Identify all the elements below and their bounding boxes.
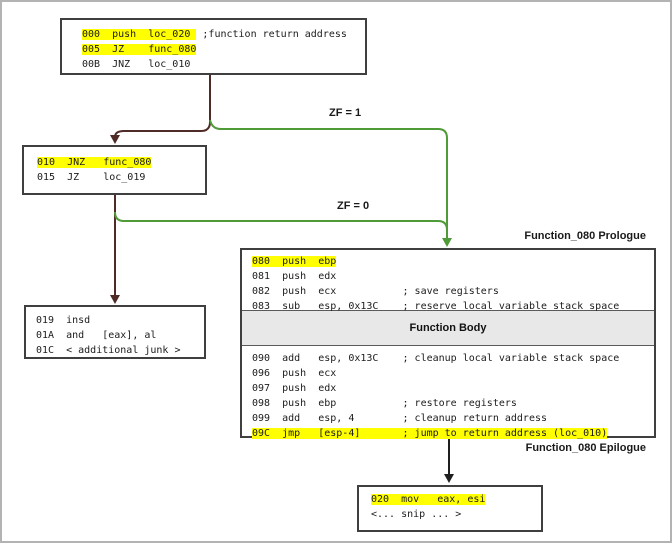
func080-prologue-section: 080 push ebp 081 push edx 082 push ecx ; s… bbox=[242, 250, 654, 312]
code-line: 000 push loc_020 ;function return addres… bbox=[82, 29, 347, 40]
arrowhead-green-into-func080 bbox=[442, 238, 452, 247]
block-func080: 080 push ebp 081 push edx 082 push ecx ; s… bbox=[240, 248, 656, 439]
code-line: 019 insd bbox=[36, 315, 91, 326]
edge-label-zf0: ZF = 0 bbox=[337, 200, 370, 212]
code-line: 09C jmp [esp-4] ; jump to return address… bbox=[252, 428, 608, 439]
code-line: 010 JNZ func_080 bbox=[37, 157, 152, 168]
code-line: 096 push ecx bbox=[252, 368, 337, 379]
block-loc020: 020 mov eax, esi <... snip ... > bbox=[357, 485, 543, 532]
code-line: 082 push ecx ; save registers bbox=[252, 286, 499, 297]
code-line: 099 add esp, 4 ; cleanup return address bbox=[252, 413, 548, 424]
block-entry: 000 push loc_020 ;function return addres… bbox=[60, 18, 367, 75]
code-line: 090 add esp, 0x13C ; cleanup local varia… bbox=[252, 353, 620, 364]
code-line: 097 push edx bbox=[252, 383, 337, 394]
code-line: 083 sub esp, 0x13C ; reserve local varia… bbox=[252, 301, 620, 312]
arrow-zf0-loc010-to-func080 bbox=[114, 211, 448, 231]
arrowhead-entry-to-loc010 bbox=[110, 135, 120, 144]
edge-label-zf1: ZF = 1 bbox=[329, 107, 362, 119]
code-line: <... snip ... > bbox=[371, 509, 462, 520]
code-line: 080 push ebp bbox=[252, 256, 337, 267]
arrow-entry-to-loc010 bbox=[114, 74, 211, 138]
func080-prologue-label: Function_080 Prologue bbox=[524, 230, 646, 242]
code-line: 098 push ebp ; restore registers bbox=[252, 398, 517, 409]
arrowhead-func080-to-loc020 bbox=[444, 474, 454, 483]
code-line: 005 JZ func_080 bbox=[82, 44, 197, 55]
code-line: 01A and [eax], al bbox=[36, 330, 157, 341]
code-line: 081 push edx bbox=[252, 271, 337, 282]
func080-epilogue-label: Function_080 Epilogue bbox=[525, 442, 646, 454]
block-loc010: 010 JNZ func_080 015 JZ loc_019 bbox=[22, 145, 207, 195]
block-loc019: 019 insd 01A and [eax], al 01C < additiona… bbox=[24, 305, 206, 359]
code-line: 020 mov eax, esi bbox=[371, 494, 486, 505]
function-body-label: Function Body bbox=[409, 322, 487, 334]
code-line: 01C < additional junk > bbox=[36, 345, 181, 356]
func080-epilogue-section: 090 add esp, 0x13C ; cleanup local varia… bbox=[242, 346, 654, 439]
code-line: 00B JNZ loc_010 bbox=[82, 59, 191, 70]
code-line: 015 JZ loc_019 bbox=[37, 172, 146, 183]
func080-body-band: Function Body bbox=[242, 310, 654, 346]
arrow-zf1-entry-to-func080 bbox=[209, 119, 448, 239]
arrowhead-loc010-to-loc019 bbox=[110, 295, 120, 304]
